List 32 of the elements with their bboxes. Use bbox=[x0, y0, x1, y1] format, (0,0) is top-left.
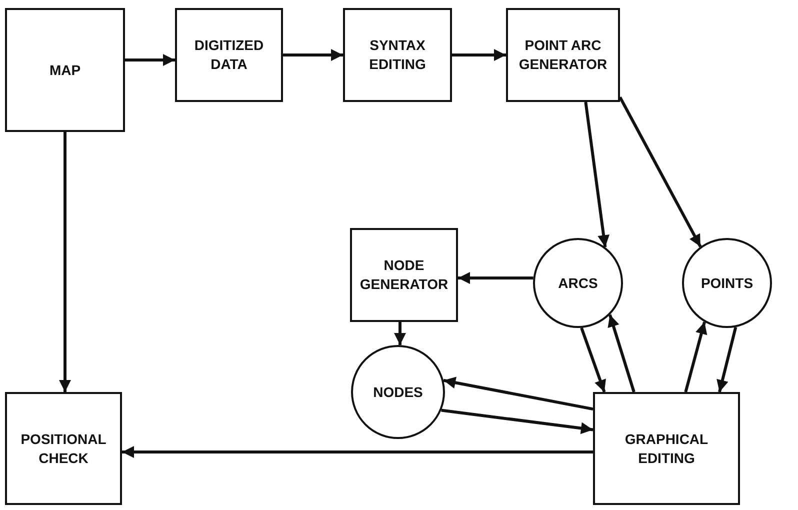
arrow bbox=[684, 322, 708, 392]
arrow bbox=[283, 49, 343, 61]
process-box bbox=[506, 8, 620, 102]
arrow bbox=[443, 376, 594, 411]
node-label: NODE GENERATOR bbox=[358, 256, 450, 294]
arrow bbox=[59, 132, 71, 392]
node-label: POSITIONAL CHECK bbox=[20, 430, 108, 468]
arrow bbox=[452, 49, 506, 61]
arrow bbox=[584, 102, 610, 248]
node-label: MAP bbox=[49, 60, 81, 80]
arrow bbox=[122, 446, 593, 458]
process-box bbox=[5, 8, 125, 132]
arrow bbox=[458, 272, 534, 284]
node-label: SYNTAX EDITING bbox=[368, 36, 427, 74]
process-box bbox=[350, 228, 458, 322]
arrow bbox=[441, 408, 594, 434]
node-label: POINTS bbox=[700, 274, 754, 292]
arrow bbox=[580, 327, 606, 392]
process-box bbox=[343, 8, 452, 102]
node-label: NODES bbox=[373, 382, 423, 402]
node-label: DIGITIZED DATA bbox=[193, 36, 265, 74]
arrow bbox=[618, 96, 702, 248]
arrow bbox=[716, 326, 738, 392]
process-box bbox=[175, 8, 283, 102]
arrow bbox=[394, 322, 406, 346]
node-label: GRAPHICAL EDITING bbox=[624, 430, 710, 468]
arrow bbox=[125, 54, 175, 66]
process-box bbox=[593, 392, 740, 505]
node-label: ARCS bbox=[558, 274, 598, 292]
node-label: POINT ARC GENERATOR bbox=[518, 36, 608, 74]
arrow bbox=[608, 314, 636, 392]
process-box bbox=[5, 392, 122, 505]
